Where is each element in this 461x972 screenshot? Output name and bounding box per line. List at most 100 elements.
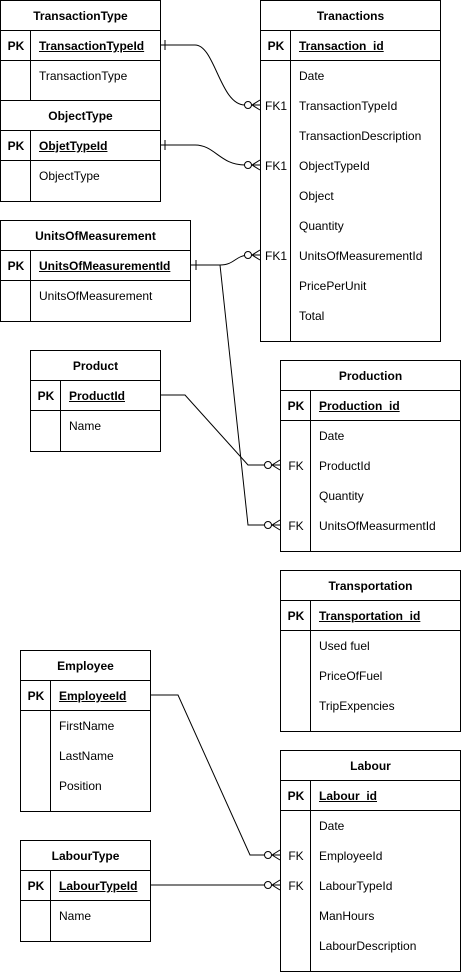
field-row: PriceOfFuel [281,661,460,691]
field-name: UnitsOfMeasurmentId [319,519,436,533]
field-name: Quantity [299,219,344,233]
relationship-transactiontype-tranactions [160,40,261,111]
key-column-divider [281,781,311,971]
field-row: Date [281,811,460,841]
key-marker: FK [288,459,304,473]
field-name: Quantity [319,489,364,503]
relationship-labourtype-labour [150,879,281,891]
key-marker: FK [288,519,304,533]
field-row: UnitsOfMeasurement [1,281,190,311]
field-name: LabourTypeId [59,879,138,893]
zero-marker-icon [264,851,272,859]
field-name: UnitsOfMeasurementId [299,249,423,263]
field-row: FirstName [21,711,150,741]
key-marker: FK [288,879,304,893]
connector-line [160,394,275,466]
field-name: Date [299,69,325,83]
field-name: Transaction_id [299,39,384,53]
field-name: LabourTypeId [319,879,393,893]
connector-line [150,694,275,856]
field-row: FK1 ObjectTypeId [261,151,440,181]
crows-foot-icon [271,879,281,891]
field-name: Object [299,189,334,203]
field-name: TripExpencies [319,699,395,713]
entity-title: Transportation [281,571,460,601]
field-row: FK1 UnitsOfMeasurementId [261,241,440,271]
field-row: Date [261,61,440,91]
zero-marker-icon [244,101,252,109]
field-name: ObjectTypeId [299,159,370,173]
crows-foot-icon [251,159,261,171]
field-name: ObjetTypeId [39,139,108,153]
primary-key-row: PK Transaction_id [261,31,440,61]
field-row: FK UnitsOfMeasurmentId [281,511,460,541]
entity-title: Employee [21,651,150,681]
field-name: LabourDescription [319,939,417,953]
key-marker: PK [267,39,285,53]
field-name: ObjectType [39,169,100,183]
zero-marker-icon [264,461,272,469]
field-name: TransactionTypeId [39,39,145,53]
field-name: Total [299,309,325,323]
zero-marker-icon [264,521,272,529]
field-name: ProductId [69,389,125,403]
entity-title: Production [281,361,460,391]
key-marker: FK [288,849,304,863]
field-name: Name [69,419,102,433]
zero-marker-icon [264,881,272,889]
crows-foot-icon [251,99,261,111]
field-name: EmployeeId [319,849,383,863]
field-row: TransactionDescription [261,121,440,151]
key-marker: FK1 [264,159,287,173]
field-row: LastName [21,741,150,771]
connector-line [160,144,255,166]
key-marker: FK1 [264,249,287,263]
crows-foot-icon [271,519,281,531]
field-name: ProductId [319,459,371,473]
key-column-divider [31,381,61,451]
key-marker: FK1 [264,99,287,113]
field-row: Object [261,181,440,211]
field-name: UnitsOfMeasurementId [39,259,171,273]
field-name: TransactionTypeId [299,99,398,113]
field-name: Position [59,779,102,793]
field-row: Date [281,421,460,451]
field-name: Used fuel [319,639,370,653]
key-column-divider [1,131,31,201]
key-marker: PK [287,789,305,803]
entity-title: Tranactions [261,1,440,31]
field-row: Name [31,411,160,441]
field-name: PriceOfFuel [319,669,383,683]
relationship-objecttype-tranactions [160,140,261,171]
field-row: LabourDescription [281,931,460,961]
field-row: FK ProductId [281,451,460,481]
field-row: Used fuel [281,631,460,661]
key-marker: PK [7,259,25,273]
field-name: LastName [59,749,114,763]
entity-title: UnitsOfMeasurement [1,221,190,251]
key-column-divider [21,871,51,941]
crows-foot-icon [271,849,281,861]
field-row: FK1 TransactionTypeId [261,91,440,121]
field-name: Date [319,819,345,833]
key-marker: PK [287,399,305,413]
key-column-divider [21,681,51,811]
primary-key-row: PK Production_id [281,391,460,421]
field-row: Quantity [261,211,440,241]
field-row: Name [21,901,150,931]
field-name: Production_id [319,399,400,413]
field-row: TransactionType [1,61,160,91]
entity-title: LabourType [21,841,150,871]
connector-line [160,44,255,106]
relationship-employee-labour [150,694,281,861]
field-row: PricePerUnit [261,271,440,301]
key-marker: PK [27,689,45,703]
